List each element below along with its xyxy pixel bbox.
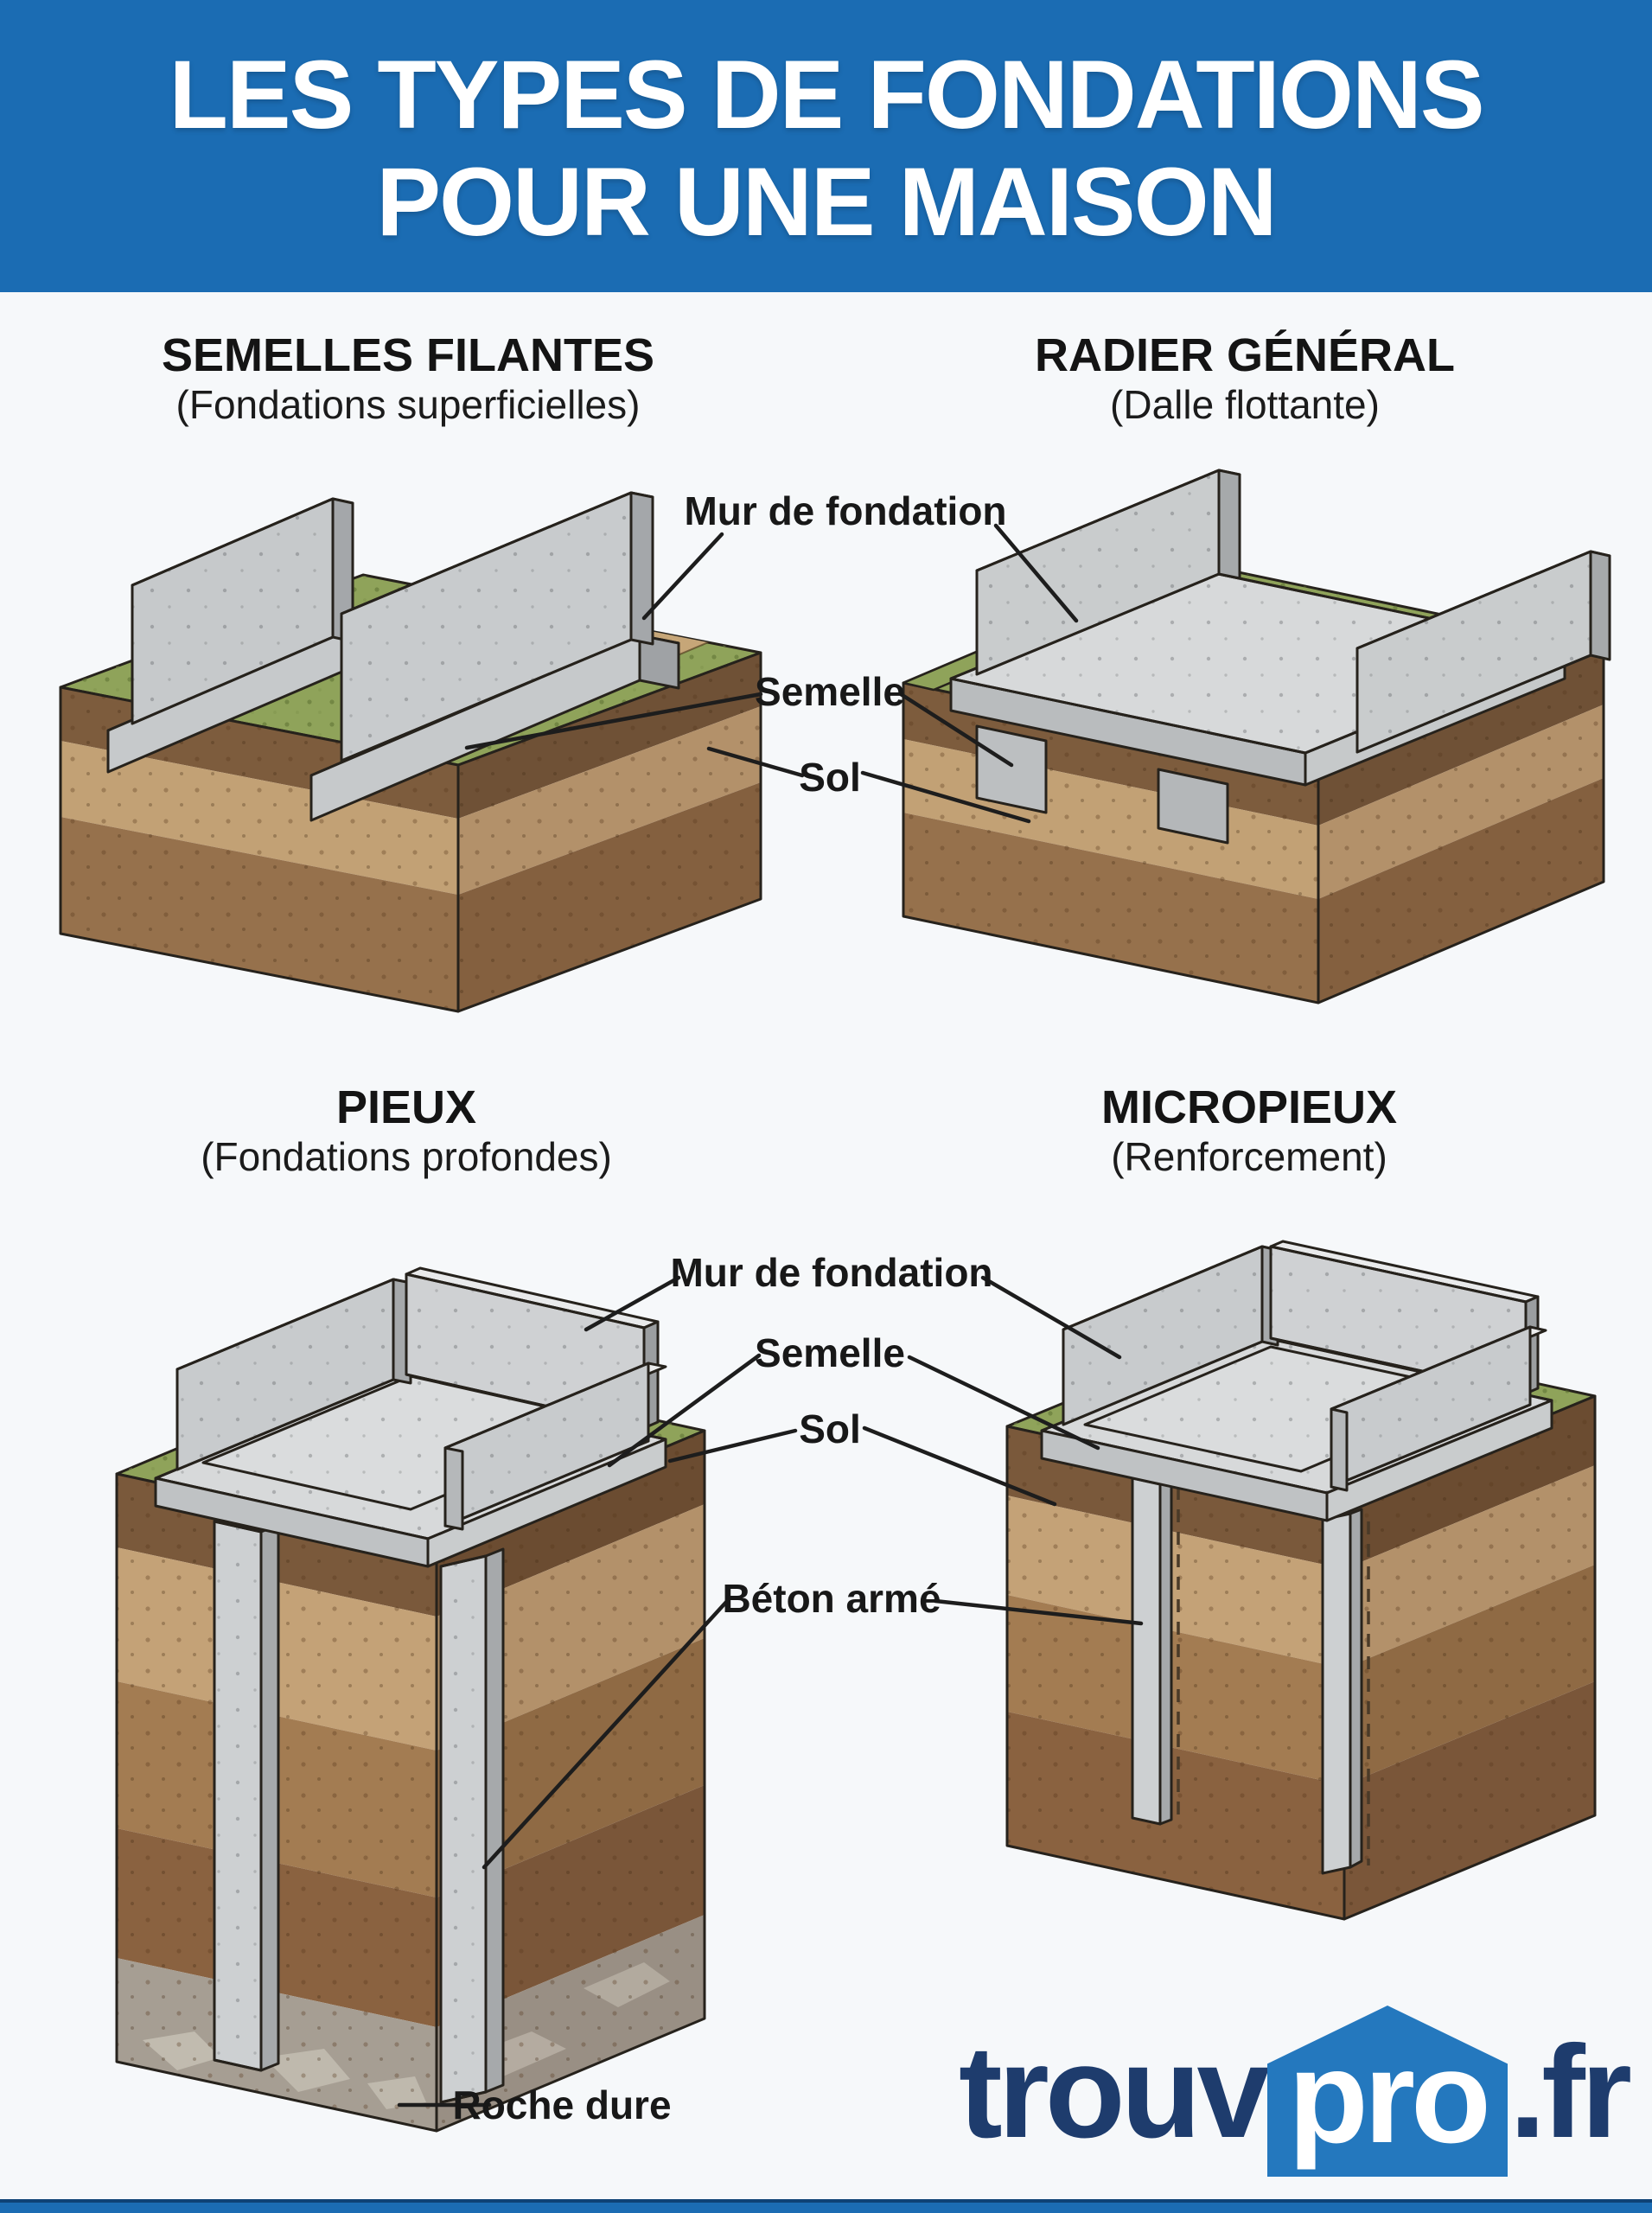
box-wall-right (1330, 1325, 1547, 1492)
label-mur-de-fondation-top: Mur de fondation (684, 488, 1007, 533)
header-banner: LES TYPES DE FONDATIONS POUR UNE MAISON (0, 0, 1652, 292)
foundation-wall-near (340, 491, 654, 762)
logo-text-trouv: trouv (959, 2018, 1270, 2165)
pile-right (439, 1547, 505, 2104)
micropile-right (1321, 1508, 1363, 1875)
micropieux-illustration (1005, 1240, 1597, 1921)
label-sol-top: Sol (799, 755, 861, 800)
foundation-wall-far (131, 497, 354, 725)
box-wall-left (175, 1278, 412, 1471)
trouvpro-logo: trouv pro .fr (959, 2004, 1632, 2177)
pile-left (213, 1520, 280, 2072)
logo-text-pro: pro (1288, 2024, 1491, 2171)
label-semelle-bottom: Semelle (755, 1330, 905, 1375)
label-beton-arme: Béton armé (722, 1576, 941, 1621)
section-subtitle: (Renforcement) (1111, 1134, 1387, 1179)
label-mur-de-fondation-bottom: Mur de fondation (670, 1250, 993, 1295)
logo-text-fr: .fr (1509, 2018, 1632, 2165)
section-title: PIEUX (335, 1081, 477, 1133)
section-title-radier-general: RADIER GÉNÉRAL (Dalle flottante) (1035, 330, 1455, 429)
radier-general-illustration (902, 469, 1611, 1004)
section-title-micropieux: MICROPIEUX (Renforcement) (1101, 1082, 1397, 1181)
label-sol-bottom: Sol (799, 1406, 861, 1451)
semelles-filantes-illustration (59, 491, 762, 1013)
page-title-line2: POUR UNE MAISON (376, 148, 1277, 256)
section-title-pieux: PIEUX (Fondations profondes) (201, 1082, 612, 1181)
section-title: SEMELLES FILANTES (161, 329, 655, 381)
section-title-semelles-filantes: SEMELLES FILANTES (Fondations superficie… (162, 330, 654, 429)
section-title: RADIER GÉNÉRAL (1034, 329, 1456, 381)
label-roche-dure: Roche dure (452, 2082, 672, 2127)
label-semelle-top: Semelle (755, 669, 905, 714)
section-title: MICROPIEUX (1100, 1081, 1398, 1133)
section-subtitle: (Fondations profondes) (201, 1134, 612, 1179)
section-subtitle: (Fondations superficielles) (175, 382, 641, 427)
footer-bar (0, 2199, 1652, 2213)
pieux-illustration (115, 1266, 706, 2133)
page-title-line1: LES TYPES DE FONDATIONS (169, 41, 1484, 149)
micropile-left (1131, 1476, 1173, 1826)
slab-edge-wall-right (1355, 550, 1611, 754)
logo-house-icon: pro (1267, 2006, 1508, 2177)
section-subtitle: (Dalle flottante) (1110, 382, 1380, 427)
